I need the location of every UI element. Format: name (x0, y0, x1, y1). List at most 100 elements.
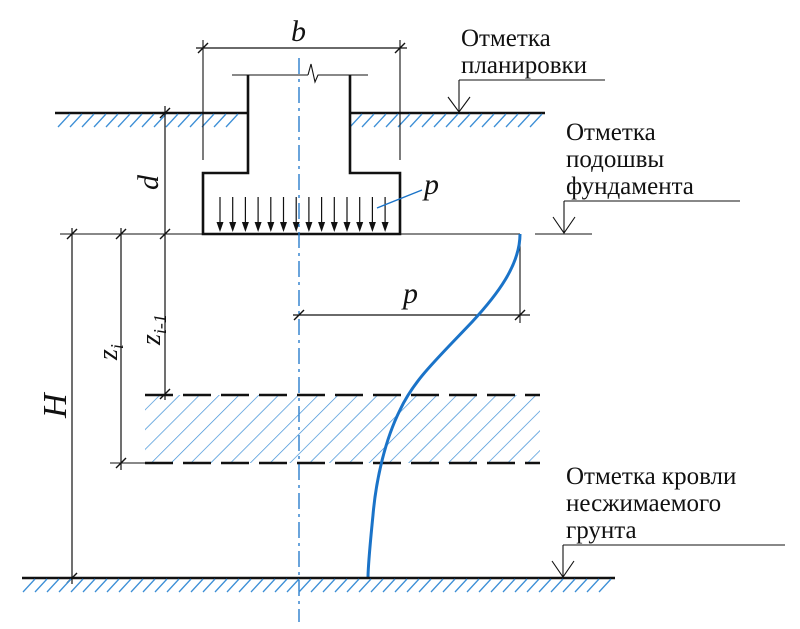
bottom-hatch-tick (562, 578, 576, 593)
level-mark-base (535, 200, 740, 235)
bottom-hatch-tick (586, 578, 600, 593)
ground-hatch-tick (189, 113, 203, 128)
ground-hatch-tick (177, 113, 191, 128)
bottom-hatch-tick (514, 578, 528, 593)
bottom-hatch-tick (526, 578, 540, 593)
bottom-hatch-tick (70, 578, 84, 593)
ground-hatch-tick (493, 113, 507, 128)
soil-layer-i (145, 393, 540, 465)
grade-mark-text: Отметка планировки (461, 25, 587, 79)
bottom-hatch-tick (550, 578, 564, 593)
dimension-z-i-1: zi-1 (136, 241, 171, 400)
ground-hatch-tick (69, 113, 83, 128)
load-arrow-head (343, 222, 351, 232)
bottom-hatch-tick (430, 578, 444, 593)
ground-hatch-tick (349, 113, 363, 128)
bottom-hatch-tick (178, 578, 192, 593)
bottom-hatch-tick (358, 578, 372, 593)
bottom-hatch-tick (310, 578, 324, 593)
ground-hatch-tick (81, 113, 95, 128)
ground-hatch-left (57, 113, 239, 128)
bottom-hatch-tick (538, 578, 552, 593)
bottom-hatch-tick (454, 578, 468, 593)
bottom-hatch-tick (166, 578, 180, 593)
bottom-hatch-tick (466, 578, 480, 593)
load-arrow-head (381, 222, 389, 232)
ground-hatch-tick (153, 113, 167, 128)
load-arrow-head (318, 222, 326, 232)
bottom-hatch (22, 578, 612, 593)
bottom-hatch-tick (394, 578, 408, 593)
bottom-hatch-tick (442, 578, 456, 593)
load-arrow-head (368, 222, 376, 232)
bottom-hatch-tick (130, 578, 144, 593)
bottom-hatch-tick (46, 578, 60, 593)
load-arrow-head (280, 222, 287, 232)
ground-hatch-right (349, 113, 543, 128)
ground-hatch-tick (457, 113, 471, 128)
bottom-hatch-tick (418, 578, 432, 593)
ground-hatch-tick (141, 113, 155, 128)
bottom-hatch-tick (94, 578, 108, 593)
level-mark-grade (447, 79, 605, 113)
ground-hatch-tick (213, 113, 227, 128)
bottom-hatch-tick (82, 578, 96, 593)
load-arrow-head (356, 222, 364, 232)
base-mark-text: Отметка подошвы фундамента (566, 119, 694, 200)
load-arrow-head (292, 222, 300, 232)
ground-hatch-tick (469, 113, 483, 128)
roof-mark-text: Отметка кровли несжимаемого грунта (566, 463, 743, 544)
dimension-d: d (132, 106, 171, 241)
bottom-hatch-tick (406, 578, 420, 593)
bottom-hatch-tick (298, 578, 312, 593)
bottom-hatch-tick (118, 578, 132, 593)
ground-hatch-tick (117, 113, 131, 128)
label-p-curve: p (401, 277, 418, 310)
ground-hatch-tick (361, 113, 375, 128)
load-arrow-head (241, 222, 249, 232)
bottom-hatch-tick (478, 578, 492, 593)
ground-surface (55, 111, 545, 128)
dimension-z-i: zi (93, 228, 148, 470)
bottom-hatch-tick (190, 578, 204, 593)
bottom-hatch-tick (154, 578, 168, 593)
ground-hatch-tick (129, 113, 143, 128)
bottom-hatch-tick (106, 578, 120, 593)
load-arrow-head (216, 222, 224, 232)
bottom-hatch-tick (202, 578, 216, 593)
label-z-i: zi (93, 344, 127, 361)
incompressible-soil-surface (22, 576, 615, 593)
bottom-hatch-tick (34, 578, 48, 593)
bottom-hatch-tick (238, 578, 252, 593)
ground-hatch-tick (421, 113, 435, 128)
bottom-hatch-tick (370, 578, 384, 593)
bottom-hatch-tick (334, 578, 348, 593)
load-arrow-head (330, 222, 338, 232)
dimension-H: H (37, 228, 78, 584)
ground-hatch-tick (105, 113, 119, 128)
bottom-hatch-tick (502, 578, 516, 593)
bottom-hatch-tick (574, 578, 588, 593)
label-d: d (132, 174, 165, 190)
ground-hatch-tick (529, 113, 543, 128)
ground-hatch-tick (433, 113, 447, 128)
ground-hatch-tick (481, 113, 495, 128)
ground-hatch-tick (201, 113, 215, 128)
label-p-load: p (422, 168, 439, 201)
bottom-hatch-tick (322, 578, 336, 593)
ground-hatch-tick (373, 113, 387, 128)
bottom-hatch-tick (262, 578, 276, 593)
load-arrow-head (254, 222, 262, 232)
ground-hatch-tick (409, 113, 423, 128)
ground-hatch-tick (445, 113, 459, 128)
bottom-hatch-tick (490, 578, 504, 593)
label-z-i-1: zi-1 (136, 314, 170, 346)
ground-hatch-tick (165, 113, 179, 128)
ground-hatch-tick (93, 113, 107, 128)
ground-hatch-tick (225, 113, 239, 128)
bottom-hatch-tick (58, 578, 72, 593)
label-b: b (291, 15, 306, 48)
bottom-hatch-tick (382, 578, 396, 593)
